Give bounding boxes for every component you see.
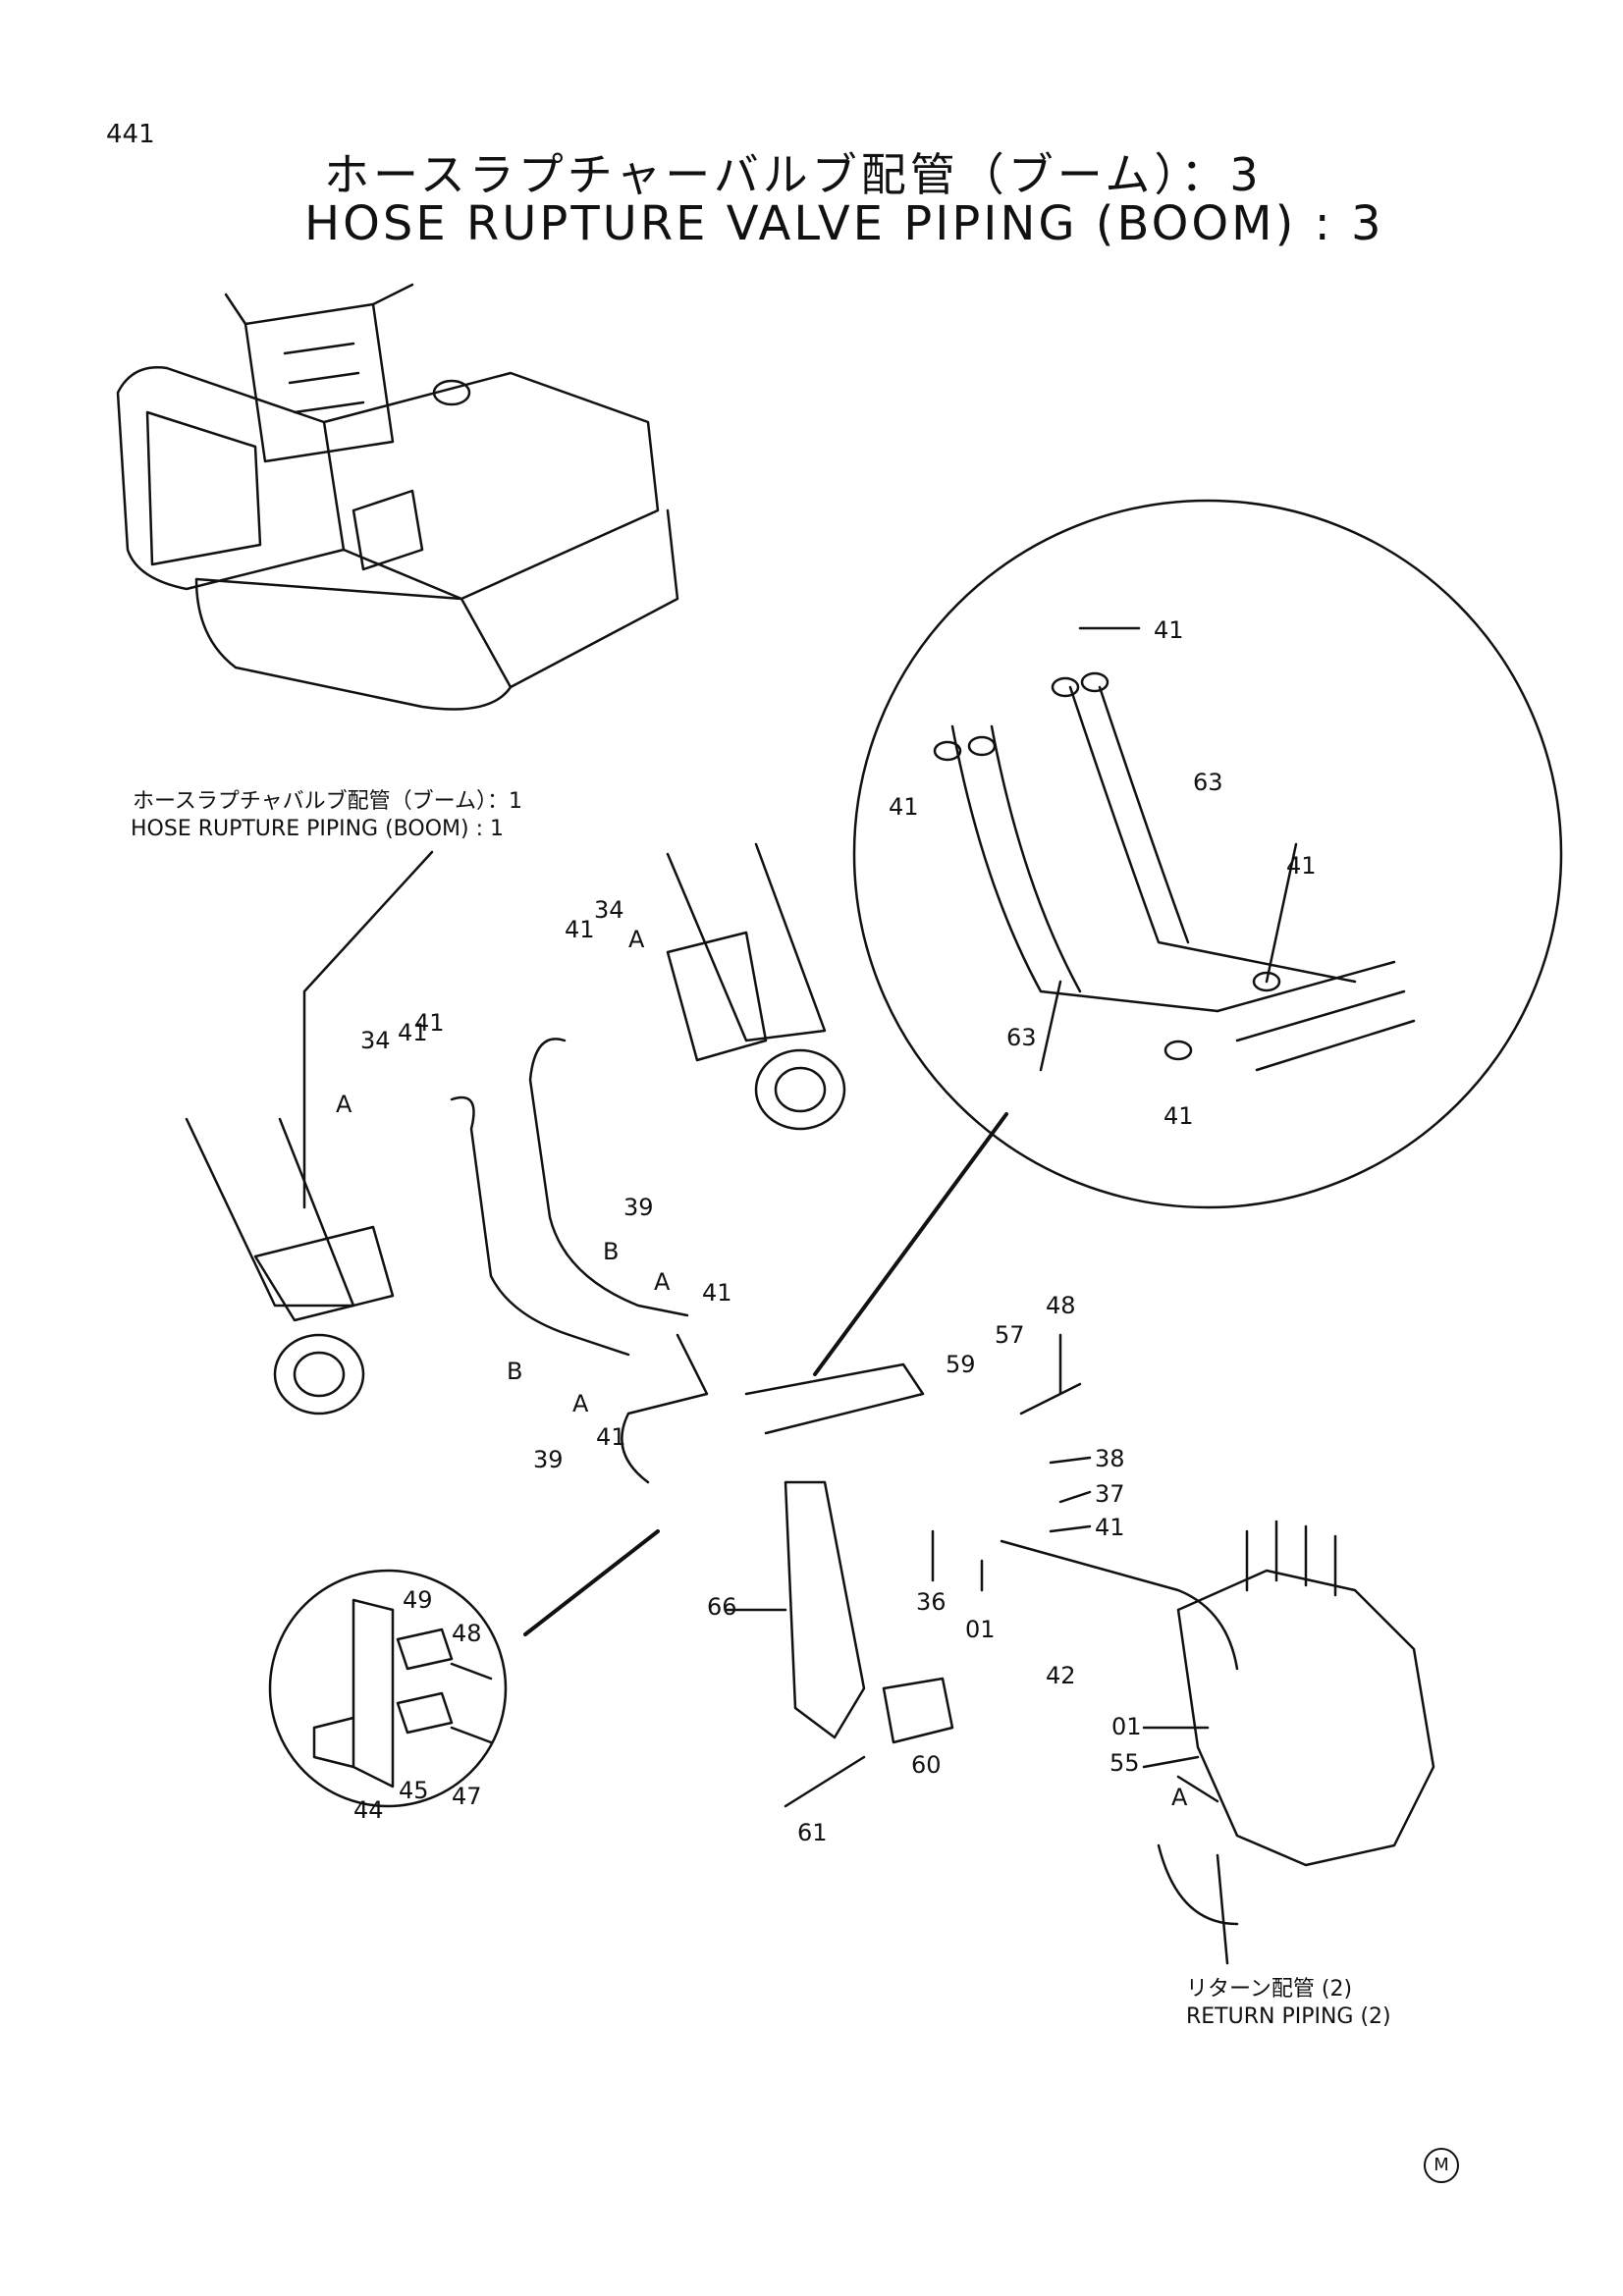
callout-39: 39 <box>623 1194 654 1221</box>
bolt-61-drawing <box>784 1755 866 1808</box>
bracket-60-drawing <box>882 1677 954 1744</box>
callout-37: 37 <box>1095 1480 1125 1508</box>
boom-cylinders-drawing <box>185 842 846 1415</box>
detail-circle-bracket <box>268 1569 508 1808</box>
callout-66: 66 <box>707 1593 737 1621</box>
callout-48: 48 <box>452 1620 482 1647</box>
callout-b: B <box>507 1358 522 1385</box>
callout-34: 34 <box>594 896 624 924</box>
detail-circle-hoses <box>852 499 1563 1209</box>
page-title-english: HOSE RUPTURE VALVE PIPING (BOOM) : 3 <box>304 196 1384 251</box>
callout-44: 44 <box>353 1796 384 1824</box>
callout-41: 41 <box>1154 616 1184 644</box>
callout-41: 41 <box>565 916 595 943</box>
callout-a: A <box>654 1268 671 1296</box>
callout-36: 36 <box>916 1588 947 1616</box>
callout-42: 42 <box>1046 1662 1076 1689</box>
callout-49: 49 <box>403 1586 433 1614</box>
control-valve-drawing <box>1157 1520 1435 1926</box>
page-number: 441 <box>106 120 155 149</box>
callout-47: 47 <box>452 1783 482 1810</box>
callout-63: 63 <box>1006 1024 1037 1051</box>
callout-55: 55 <box>1109 1749 1140 1777</box>
callout-41: 41 <box>398 1019 428 1046</box>
callout-39: 39 <box>533 1446 564 1473</box>
callout-41: 41 <box>1095 1514 1125 1541</box>
callout-41: 41 <box>702 1279 732 1307</box>
callout-60: 60 <box>911 1751 942 1779</box>
callout-41: 41 <box>596 1423 626 1451</box>
callout-61: 61 <box>797 1819 828 1846</box>
callout-a: A <box>628 926 645 953</box>
reference-label-boom-1-english: HOSE RUPTURE PIPING (BOOM) : 1 <box>131 817 504 841</box>
callout-34: 34 <box>360 1027 391 1054</box>
callout-63: 63 <box>1193 769 1223 796</box>
callout-57: 57 <box>995 1321 1025 1349</box>
reference-label-return-piping-english: RETURN PIPING (2) <box>1186 2004 1391 2029</box>
callout-41: 41 <box>1286 852 1317 880</box>
callout-a: A <box>336 1091 352 1118</box>
plate-66-drawing <box>784 1480 866 1739</box>
callout-a: A <box>572 1390 589 1417</box>
callout-48: 48 <box>1046 1292 1076 1319</box>
reference-label-return-piping-japanese: リターン配管 (2) <box>1186 1977 1353 2002</box>
m-mark-icon: M <box>1424 2148 1459 2183</box>
callout-38: 38 <box>1095 1445 1125 1472</box>
excavator-overview-drawing <box>116 283 679 711</box>
callout-01: 01 <box>965 1616 996 1643</box>
callout-b: B <box>603 1238 619 1265</box>
page-title-japanese: ホースラプチャーバルブ配管（ブーム）：3 <box>324 148 1263 201</box>
callout-a: A <box>1171 1784 1188 1811</box>
callout-45: 45 <box>399 1777 429 1804</box>
callout-01: 01 <box>1111 1713 1142 1740</box>
reference-label-boom-1-japanese: ホースラプチャバルブ配管（ブーム）：1 <box>133 789 523 814</box>
callout-41: 41 <box>889 793 919 821</box>
hose-assemblies-drawing <box>450 1038 1239 1671</box>
callout-41: 41 <box>1163 1102 1194 1130</box>
callout-41: 41 <box>414 1009 445 1037</box>
callout-59: 59 <box>946 1351 976 1378</box>
